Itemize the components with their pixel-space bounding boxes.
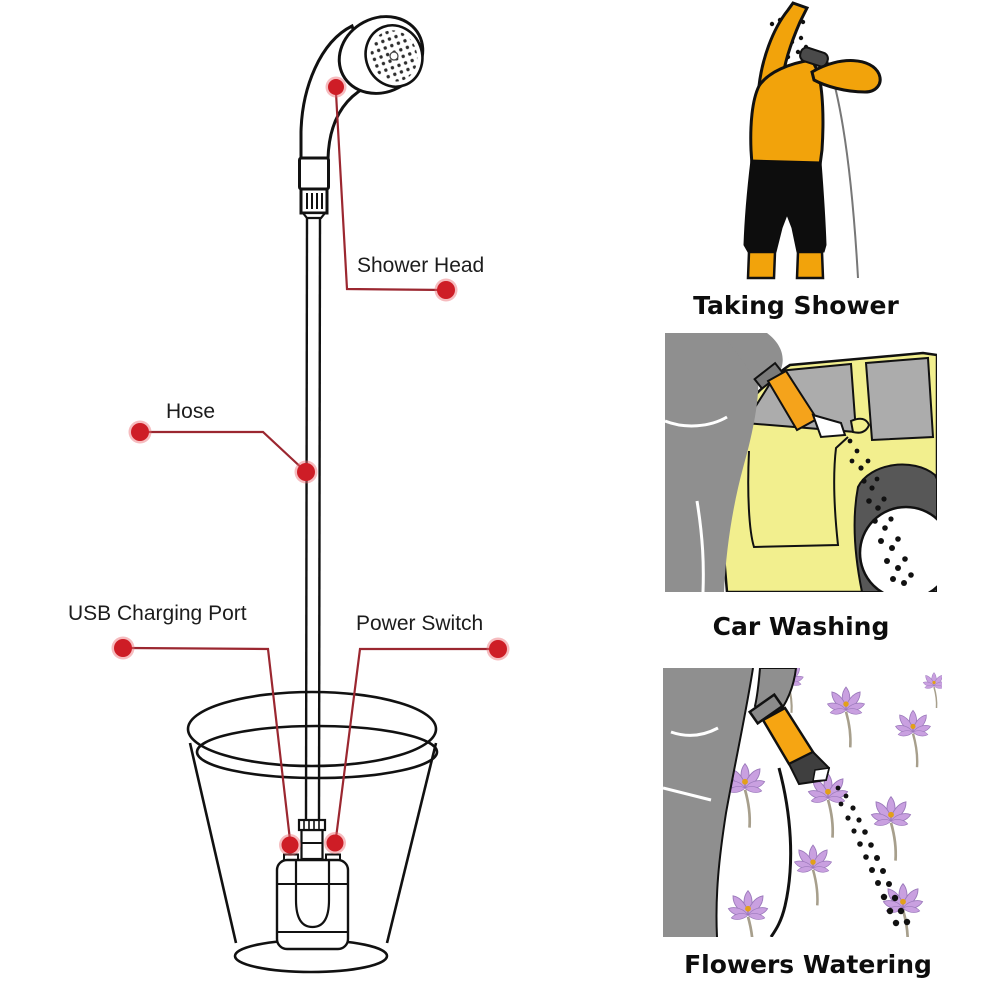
taking-shower-caption: Taking Shower (693, 291, 899, 320)
power-switch-label: Power Switch (356, 612, 484, 635)
person-right-leg (795, 250, 825, 280)
gardener-leg-creases (663, 726, 719, 802)
pump-drawing (275, 818, 350, 951)
garden-hose-curve (769, 767, 793, 937)
callout-leader-lines (128, 92, 492, 841)
handheld-shower-head (799, 46, 829, 68)
garden-sprayer-face (812, 767, 830, 782)
shower-head-drawing (298, 15, 425, 220)
hose-line (304, 217, 322, 821)
car-wheel (858, 505, 937, 592)
person-bent-arm (810, 59, 882, 94)
car-door-line (747, 436, 849, 549)
gardener-cuff (747, 692, 785, 726)
usb-charging-port-label: USB Charging Port (68, 602, 247, 625)
flowers-watering-illustration (663, 668, 942, 937)
car-washing-illustration (665, 333, 937, 592)
product-diagram (111, 15, 510, 974)
hose-label: Hose (166, 400, 216, 423)
bucket-drawing (186, 690, 439, 974)
car-side-window (864, 356, 935, 442)
person-shorts (743, 159, 827, 253)
car-mirror (849, 417, 871, 434)
callout-dots (111, 76, 510, 856)
flowers-watering-caption: Flowers Watering (684, 950, 932, 979)
shower-head-label: Shower Head (357, 254, 485, 277)
washer-sprayer (811, 413, 847, 439)
gardener-leg (663, 668, 753, 937)
person-left-leg (746, 250, 777, 280)
washer-person-creases (665, 415, 728, 592)
gardener-leg-outline (715, 668, 754, 937)
person-torso (749, 58, 825, 167)
garden-spray-dots (835, 785, 911, 927)
washer-person (665, 333, 759, 592)
car-washing-caption: Car Washing (712, 612, 890, 641)
taking-shower-illustration (743, 1, 882, 280)
shower-hose-curve (827, 61, 859, 279)
car-spray-dots (847, 438, 914, 586)
